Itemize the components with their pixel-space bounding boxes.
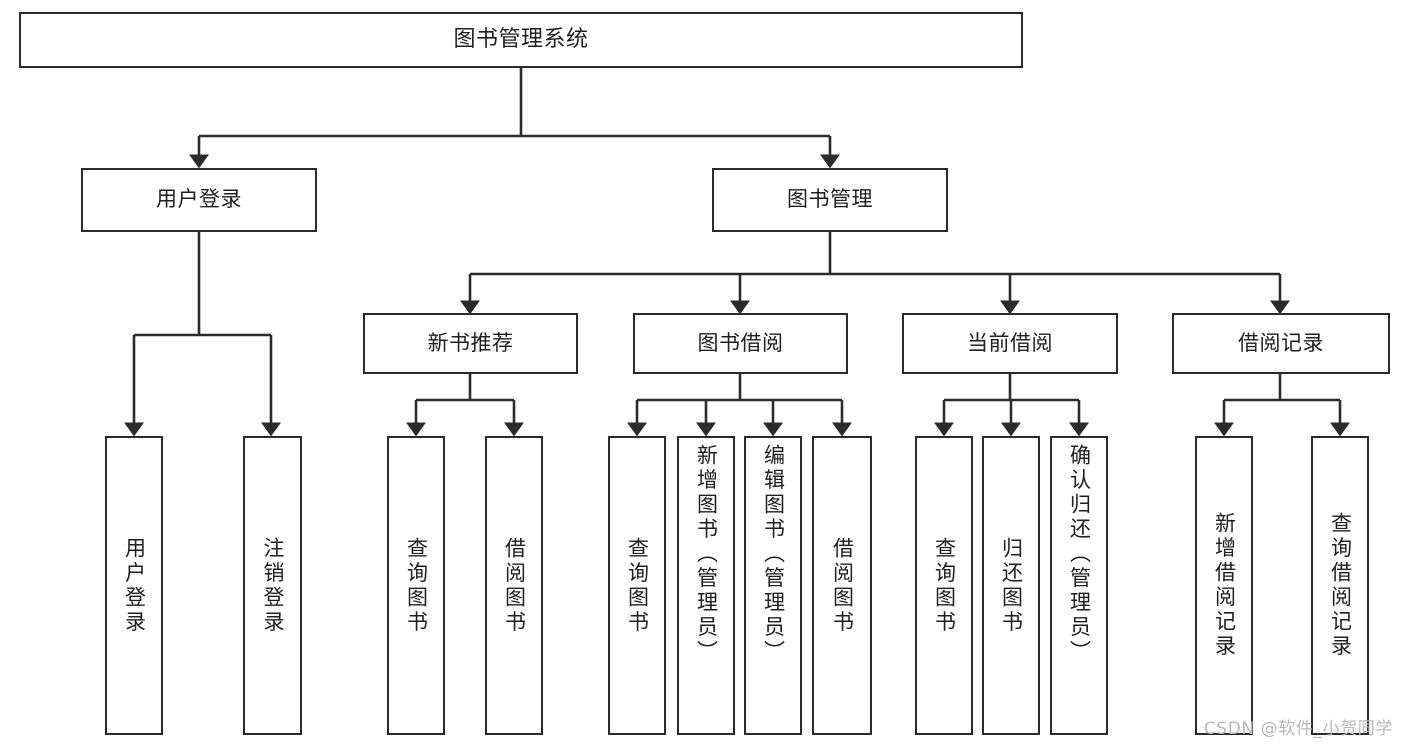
node-book-management-label: 图书管理 <box>787 187 873 212</box>
leaf-borrow-query-book-label: 查询图书 <box>625 536 650 635</box>
leaf-record-query-record[interactable]: 查询借阅记录 <box>1311 436 1369 735</box>
node-root-book-management-system[interactable]: 图书管理系统 <box>19 12 1023 68</box>
leaf-borrow-add-book-admin-label: 新增图书（管理员） <box>694 444 719 665</box>
leaf-borrow-edit-book-admin-label: 编辑图书（管理员） <box>761 444 786 665</box>
leaf-current-return-book-label: 归还图书 <box>999 536 1024 635</box>
leaf-current-confirm-return-admin[interactable]: 确认归还（管理员） <box>1050 436 1108 735</box>
node-borrow-record-label: 借阅记录 <box>1238 330 1324 355</box>
node-borrow-record[interactable]: 借阅记录 <box>1172 313 1390 374</box>
leaf-current-return-book[interactable]: 归还图书 <box>982 436 1040 735</box>
leaf-borrow-borrow-book[interactable]: 借阅图书 <box>812 436 872 735</box>
leaf-new-book-borrow[interactable]: 借阅图书 <box>485 436 543 735</box>
node-book-management[interactable]: 图书管理 <box>712 168 948 232</box>
leaf-current-confirm-return-admin-label: 确认归还（管理员） <box>1067 444 1092 665</box>
node-book-borrow-label: 图书借阅 <box>697 330 784 355</box>
leaf-user-login-logout-label: 注销登录 <box>261 536 285 635</box>
leaf-borrow-edit-book-admin[interactable]: 编辑图书（管理员） <box>744 436 802 735</box>
leaf-borrow-borrow-book-label: 借阅图书 <box>830 536 855 635</box>
leaf-borrow-query-book[interactable]: 查询图书 <box>608 436 666 735</box>
leaf-new-book-query[interactable]: 查询图书 <box>387 436 445 735</box>
leaf-borrow-add-book-admin[interactable]: 新增图书（管理员） <box>677 436 735 735</box>
leaf-new-book-borrow-label: 借阅图书 <box>502 536 527 635</box>
leaf-new-book-query-label: 查询图书 <box>404 536 429 635</box>
leaf-user-login-logout[interactable]: 注销登录 <box>243 436 302 735</box>
node-new-book-recommend-label: 新书推荐 <box>427 330 514 355</box>
node-current-borrow-label: 当前借阅 <box>967 330 1053 355</box>
leaf-current-query-book-label: 查询图书 <box>932 536 957 635</box>
leaf-current-query-book[interactable]: 查询图书 <box>915 436 973 735</box>
node-current-borrow[interactable]: 当前借阅 <box>902 313 1118 374</box>
node-new-book-recommend[interactable]: 新书推荐 <box>363 313 578 374</box>
watermark-text: CSDN @软件_小贺同学 <box>1203 719 1393 739</box>
leaf-user-login-login[interactable]: 用户登录 <box>105 436 163 735</box>
node-root-label: 图书管理系统 <box>453 26 589 52</box>
node-book-borrow[interactable]: 图书借阅 <box>633 313 848 374</box>
node-user-login[interactable]: 用户登录 <box>81 168 317 232</box>
leaf-record-add-record[interactable]: 新增借阅记录 <box>1195 436 1253 735</box>
leaf-user-login-login-label: 用户登录 <box>122 536 147 635</box>
leaf-record-add-record-label: 新增借阅记录 <box>1212 512 1237 659</box>
leaf-record-query-record-label: 查询借阅记录 <box>1328 512 1353 659</box>
node-user-login-label: 用户登录 <box>156 187 242 212</box>
